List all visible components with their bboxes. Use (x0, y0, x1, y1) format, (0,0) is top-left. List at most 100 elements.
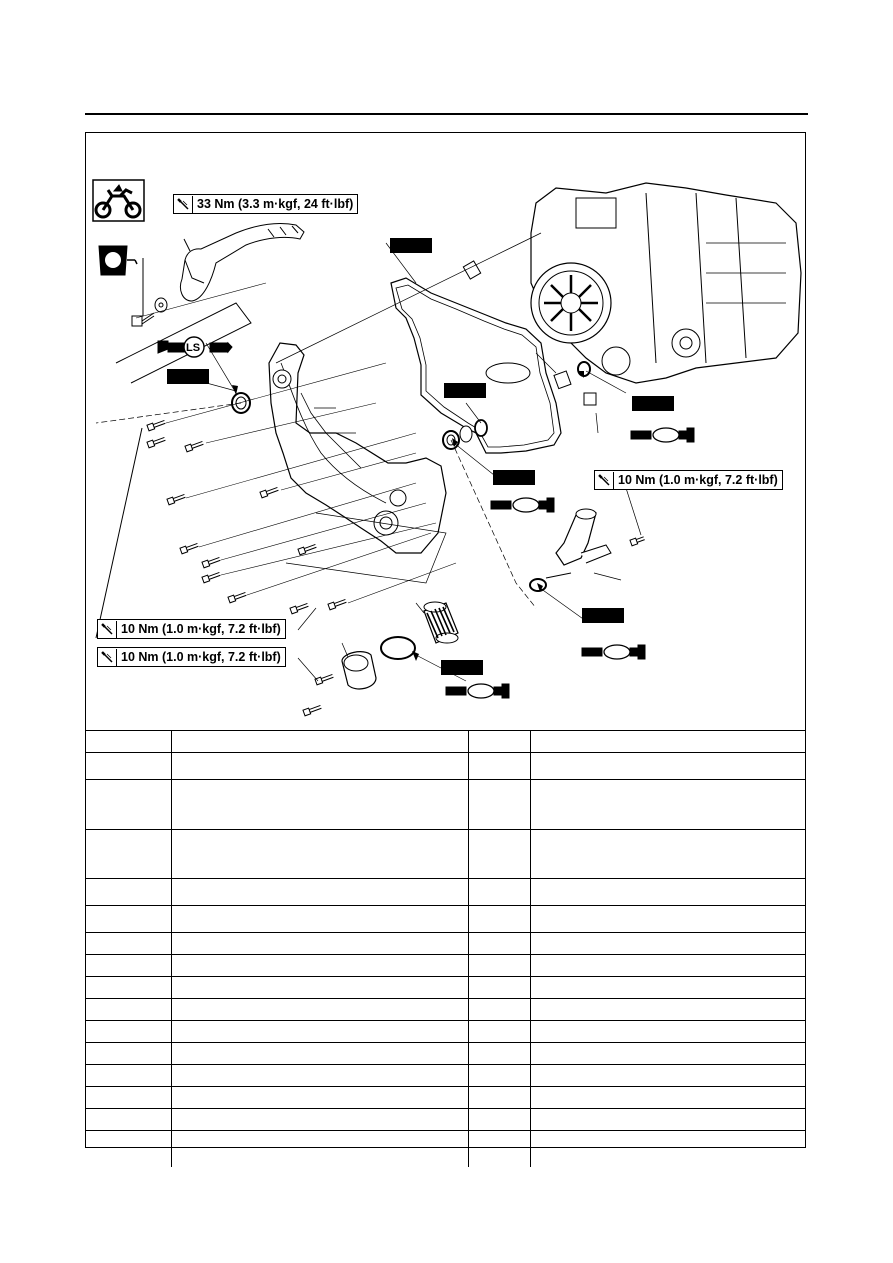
table-cell (170, 1064, 468, 1087)
table-cell (85, 829, 171, 879)
table-cell (170, 998, 468, 1021)
table-cell (529, 829, 806, 879)
dowel-pin-top (462, 260, 482, 280)
torque-wrench-icon (595, 471, 614, 489)
callout-tag-5 (493, 470, 535, 485)
table-cell (85, 976, 171, 999)
table-cell (467, 976, 530, 999)
table-row (85, 1108, 806, 1131)
table-cell (85, 878, 171, 906)
table-cell (467, 1042, 530, 1065)
table-cell (467, 1108, 530, 1131)
oil-filter-oring (380, 636, 416, 660)
table-cell (170, 730, 468, 753)
torque-value: 10 Nm (1.0 m·kgf, 7.2 ft·lbf) (618, 473, 778, 487)
table-cell (85, 954, 171, 977)
offroad-motorcycle-icon (92, 179, 145, 222)
table-cell (85, 779, 171, 830)
table-row (85, 998, 806, 1021)
table-row (85, 829, 806, 879)
table-cell (529, 932, 806, 955)
water-pipe (529, 508, 612, 592)
table-cell (467, 1086, 530, 1109)
callout-tag-7 (441, 660, 483, 675)
callout-tag-6 (582, 608, 624, 623)
table-cell (85, 752, 171, 780)
table-cell (85, 730, 171, 753)
table-cell (529, 1020, 806, 1043)
table-cell (170, 779, 468, 830)
table-cell (467, 1064, 530, 1087)
torque-spec-cover-bolts: 10 Nm (1.0 m·kgf, 7.2 ft·lbf) (97, 619, 286, 639)
grease-gun-icon-ls: LS (157, 336, 237, 394)
table-cell (529, 1086, 806, 1109)
table-cell (529, 905, 806, 933)
torque-wrench-icon (174, 195, 193, 213)
diagram-frame: LS (85, 132, 806, 1148)
oil-filter (423, 601, 459, 644)
table-row (85, 878, 806, 906)
table-cell (85, 905, 171, 933)
torque-spec-filter-cover: 10 Nm (1.0 m·kgf, 7.2 ft·lbf) (97, 647, 286, 667)
table-cell (170, 905, 468, 933)
table-cell (529, 752, 806, 780)
table-cell (170, 954, 468, 977)
table-cell (85, 1086, 171, 1109)
engine-assembly (530, 182, 802, 384)
table-cell (467, 878, 530, 906)
table-cell (467, 1020, 530, 1043)
table-row (85, 1130, 806, 1167)
callout-tag-2 (167, 369, 209, 384)
table-cell (467, 1130, 530, 1167)
oil-can-icon-2 (490, 497, 555, 513)
table-cell (85, 998, 171, 1021)
oil-can-icon-1 (630, 427, 695, 443)
table-cell (529, 779, 806, 830)
table-row (85, 752, 806, 780)
table-cell (170, 878, 468, 906)
table-cell (467, 998, 530, 1021)
table-cell (170, 1130, 468, 1167)
torque-spec-kickstarter: 33 Nm (3.3 m·kgf, 24 ft·lbf) (173, 194, 359, 214)
table-cell (529, 1108, 806, 1131)
table-row (85, 1064, 806, 1087)
torque-wrench-icon (98, 620, 117, 638)
table-cell (467, 779, 530, 830)
table-cell (529, 1042, 806, 1065)
table-cell (467, 829, 530, 879)
callout-tag-3 (444, 383, 486, 398)
exploded-view-diagram: LS (92, 179, 802, 717)
table-cell (529, 878, 806, 906)
callout-tag-4 (632, 396, 674, 411)
oil-filter-cover (341, 642, 377, 690)
table-cell (529, 1064, 806, 1087)
table-cell (170, 752, 468, 780)
table-cell (170, 1108, 468, 1131)
table-cell (467, 932, 530, 955)
torque-value: 10 Nm (1.0 m·kgf, 7.2 ft·lbf) (121, 622, 281, 636)
table-cell (85, 1130, 171, 1167)
kickstarter-lever (179, 222, 305, 302)
threadlock-icon (98, 245, 138, 276)
table-cell (170, 1086, 468, 1109)
table-row (85, 1042, 806, 1065)
table-cell (529, 954, 806, 977)
table-cell (170, 976, 468, 999)
table-cell (170, 932, 468, 955)
table-cell (85, 1020, 171, 1043)
table-cell (170, 1042, 468, 1065)
table-cell (529, 976, 806, 999)
table-row (85, 905, 806, 933)
table-cell (467, 905, 530, 933)
table-cell (467, 730, 530, 753)
table-row (85, 932, 806, 955)
table-cell (467, 752, 530, 780)
table-row (85, 779, 806, 830)
callout-tag-1 (390, 238, 432, 253)
kick-bolt (131, 258, 168, 327)
table-cell (85, 932, 171, 955)
parts-table (85, 730, 806, 1167)
bolt-leader-lines (95, 282, 457, 639)
torque-value: 33 Nm (3.3 m·kgf, 24 ft·lbf) (197, 197, 354, 211)
oil-seal-mid (442, 419, 488, 450)
